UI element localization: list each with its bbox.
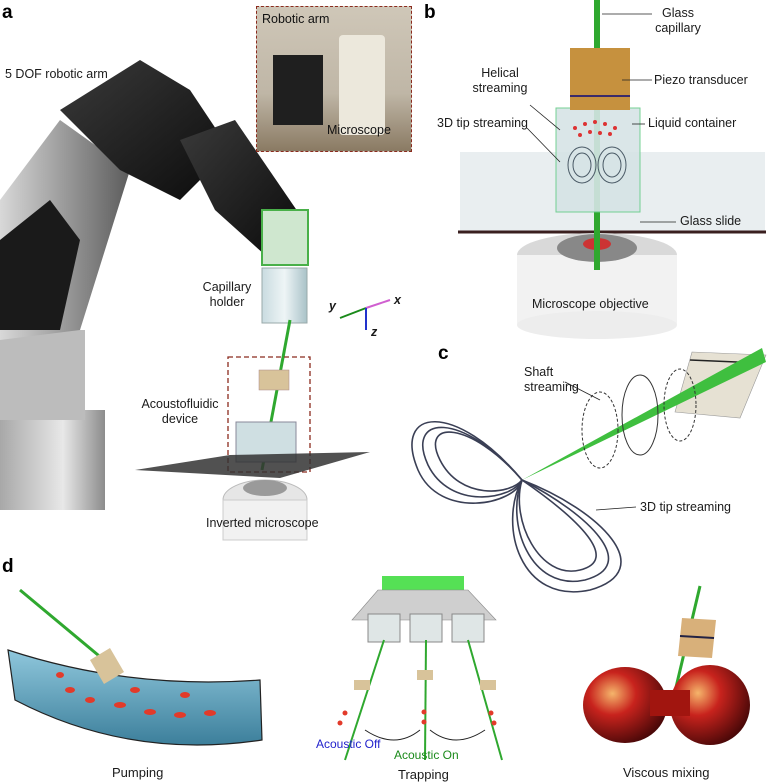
label-pumping: Pumping <box>112 765 164 780</box>
label-glass-slide: Glass slide <box>680 214 742 228</box>
inset-label-robotic-arm: Robotic arm <box>262 12 330 26</box>
label-3d-tip-streaming-c: 3D tip streaming <box>640 500 732 514</box>
helical-line2: streaming <box>472 81 528 95</box>
label-3d-tip-streaming-b: 3D tip streaming <box>437 116 529 130</box>
label-piezo-transducer: Piezo transducer <box>654 73 748 87</box>
label-acoustofluidic-device: Acoustofluidic device <box>132 397 228 427</box>
panel-b-label: b <box>424 2 436 23</box>
inset-arm-photo <box>273 55 323 125</box>
shaft-line2: streaming <box>524 380 579 394</box>
label-acoustic-off: Acoustic Off <box>316 737 381 751</box>
panel-d-label: d <box>2 556 14 577</box>
acousto-line1: Acoustofluidic <box>141 397 219 411</box>
glass-capillary-line1: Glass <box>662 6 694 20</box>
helical-line1: Helical <box>481 66 519 80</box>
inset-microscope-photo <box>339 35 385 135</box>
panel-a-label: a <box>2 2 13 23</box>
capillary-holder-line2: holder <box>209 295 245 309</box>
label-helical-streaming: Helical streaming <box>470 66 530 96</box>
label-glass-capillary: Glass capillary <box>653 6 703 36</box>
capillary-holder-line1: Capillary <box>202 280 252 294</box>
glass-capillary-line2: capillary <box>655 21 701 35</box>
acousto-line2: device <box>161 412 199 426</box>
label-liquid-container: Liquid container <box>648 116 737 130</box>
robotic-arm-inset: Robotic arm Microscope <box>256 6 412 152</box>
inset-label-microscope: Microscope <box>327 123 391 137</box>
axis-z-label: z <box>371 325 378 339</box>
label-inverted-microscope: Inverted microscope <box>206 516 319 530</box>
panel-c-label: c <box>438 343 449 364</box>
label-microscope-objective: Microscope objective <box>532 297 649 311</box>
axis-y-label: y <box>329 299 336 313</box>
label-5dof-robotic-arm: 5 DOF robotic arm <box>5 67 108 81</box>
label-trapping: Trapping <box>398 767 449 782</box>
label-acoustic-on: Acoustic On <box>394 748 459 762</box>
axis-x-label: x <box>394 293 401 307</box>
label-capillary-holder: Capillary holder <box>192 280 262 310</box>
label-viscous-mixing: Viscous mixing <box>623 765 710 780</box>
label-shaft-streaming: Shaft streaming <box>524 365 579 395</box>
shaft-line1: Shaft <box>524 365 554 379</box>
